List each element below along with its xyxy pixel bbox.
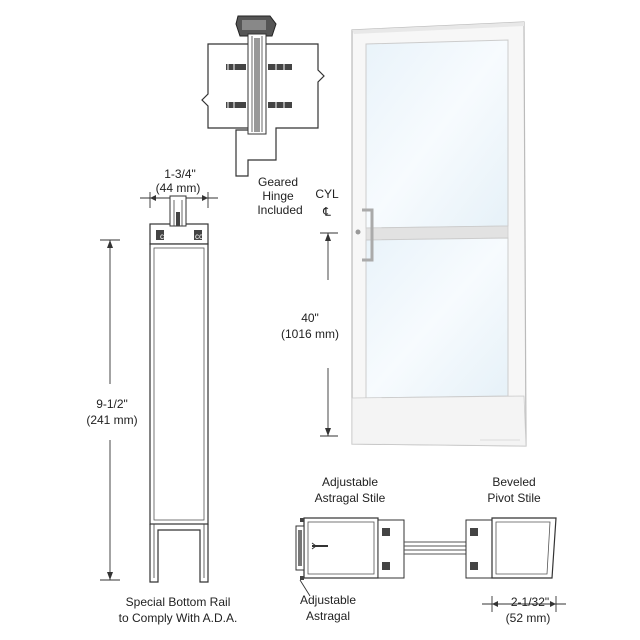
hinge-label-line2: Hinge bbox=[262, 189, 294, 203]
overall-depth-label: 1-3/4" bbox=[164, 167, 196, 181]
geared-hinge-detail bbox=[201, 15, 325, 177]
astragal-leader-line bbox=[299, 579, 311, 597]
astragal-stile-section bbox=[295, 517, 405, 580]
overall-depth-mm-label: (44 mm) bbox=[156, 181, 201, 195]
stile-section: cc cc bbox=[149, 195, 209, 583]
hinge-screws bbox=[226, 62, 292, 110]
pivot-width-dimension bbox=[482, 596, 566, 612]
rail-height-mm-label: (241 mm) bbox=[86, 413, 137, 427]
overall-depth-dimension bbox=[140, 192, 218, 208]
bottom-rail-label-line1: Special Bottom Rail bbox=[126, 595, 231, 609]
glass-infill-lines bbox=[404, 541, 466, 555]
pivot-stile-label-line1: Beveled bbox=[492, 475, 535, 489]
handle-height-mm-label: (1016 mm) bbox=[281, 327, 339, 341]
pivot-stile-section bbox=[465, 517, 557, 579]
centerline-symbol: ℄ bbox=[322, 205, 331, 219]
handle-height-label: 40" bbox=[301, 311, 319, 325]
handle-height-dimension bbox=[320, 232, 338, 437]
astragal-stile-label-line1: Adjustable bbox=[322, 475, 378, 489]
cyl-label: CYL bbox=[315, 187, 339, 201]
hinge-label-line3: Included bbox=[257, 203, 302, 217]
astragal-label-line1: Adjustable bbox=[300, 593, 356, 607]
pivot-width-mm-label: (52 mm) bbox=[506, 611, 551, 625]
svg-text:cc: cc bbox=[195, 232, 203, 241]
rail-height-label: 9-1/2" bbox=[96, 397, 128, 411]
astragal-label-line2: Astragal bbox=[306, 609, 350, 623]
bottom-rail-label-line2: to Comply With A.D.A. bbox=[119, 611, 238, 625]
rail-height-dimension bbox=[100, 239, 120, 581]
astragal-stile-label-line2: Astragal Stile bbox=[315, 491, 386, 505]
hinge-label-line1: Geared bbox=[258, 175, 298, 189]
svg-text:cc: cc bbox=[160, 232, 168, 241]
pivot-width-label: 2-1/32" bbox=[511, 595, 549, 609]
door-pull-handle bbox=[355, 208, 374, 262]
door-elevation bbox=[351, 21, 527, 447]
pivot-stile-label-line2: Pivot Stile bbox=[487, 491, 541, 505]
